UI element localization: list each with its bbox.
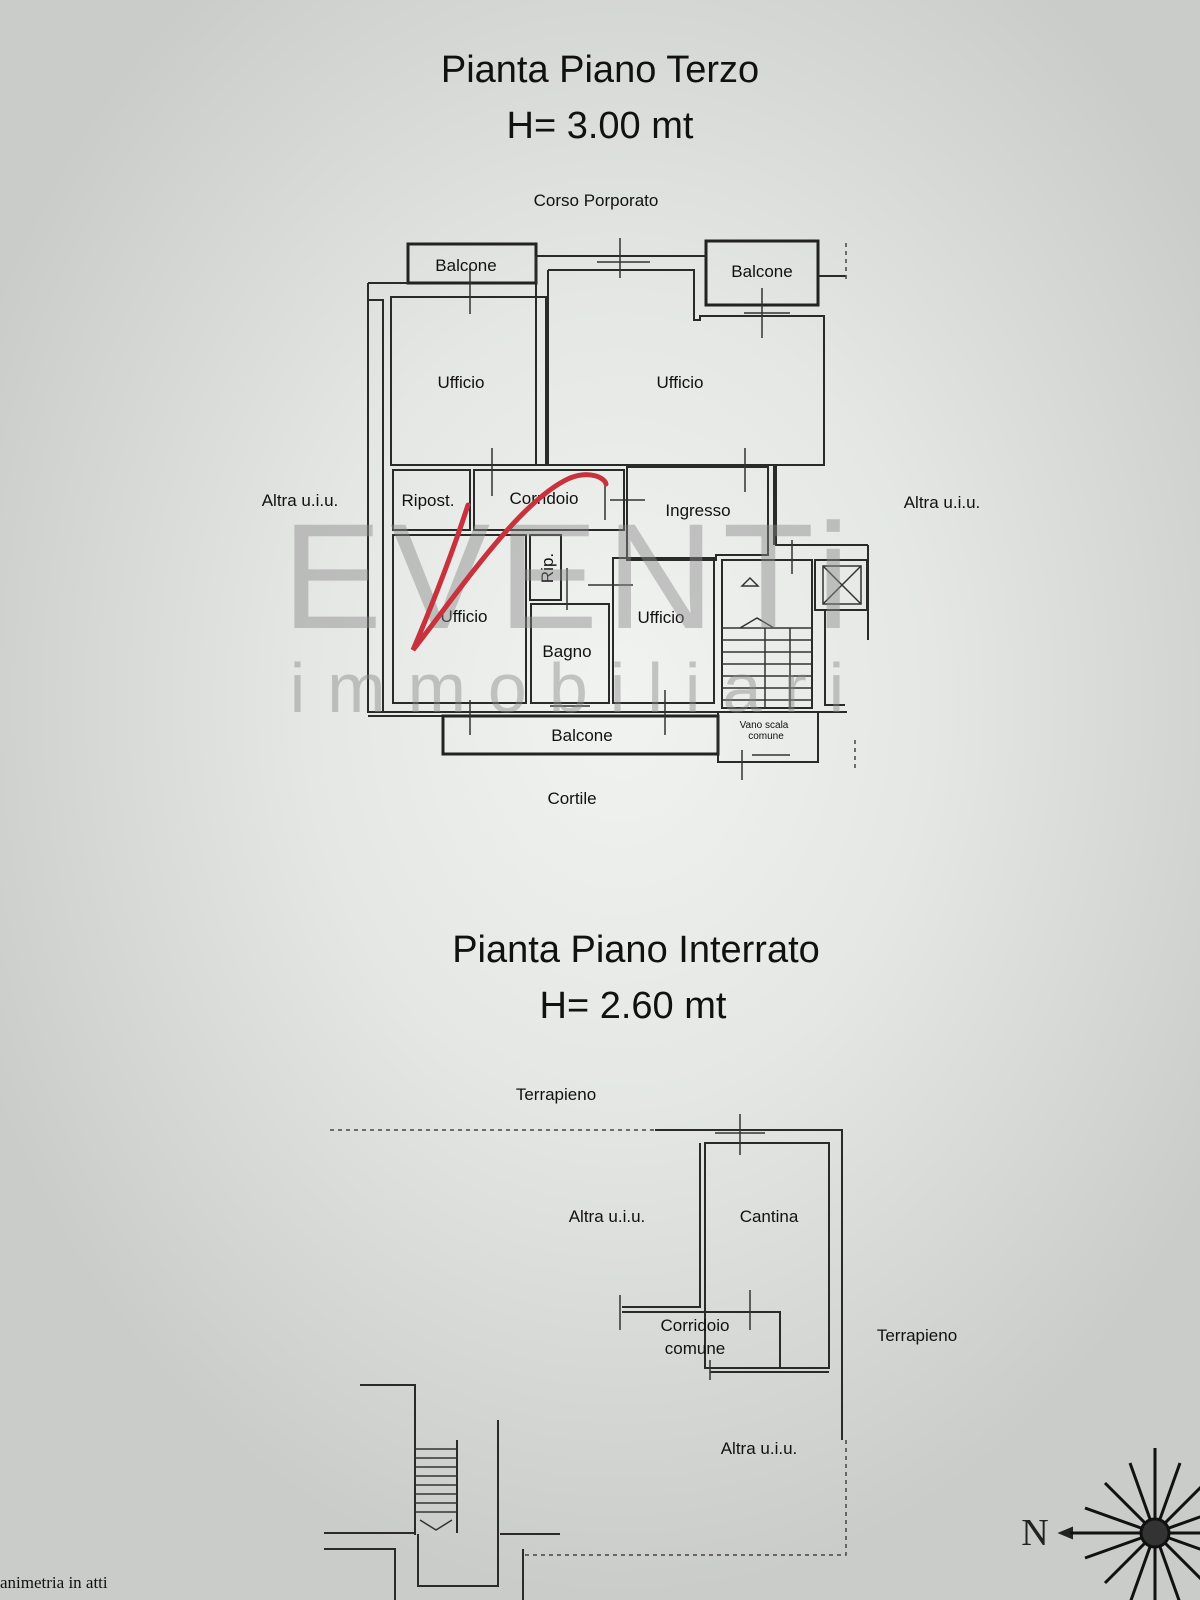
cantina-outline [704, 1142, 830, 1369]
office-top-left-outline [390, 296, 547, 466]
lower-plan-title: Pianta Piano Interrato [452, 929, 820, 971]
watermark-brand: EVENTi [282, 492, 858, 660]
room-label-balcone-left: Balcone [435, 256, 496, 275]
room-label-ufficio-bottom-left: Ufficio [441, 607, 488, 626]
room-label-vano-scala: Vano scala [740, 720, 789, 731]
lower-plan-height: H= 2.60 mt [540, 985, 727, 1027]
lower-floor-plan [324, 1114, 847, 1600]
footer-text: animetria in atti [0, 1573, 108, 1592]
altra-uiu-bottom-label: Altra u.i.u. [721, 1439, 798, 1458]
altra-uiu-left-label: Altra u.i.u. [569, 1207, 646, 1226]
room-label-ingresso: Ingresso [665, 501, 730, 520]
room-label-ufficio-top-right: Ufficio [657, 373, 704, 392]
watermark-subtitle: immobiliari [290, 649, 866, 727]
stairs [722, 576, 812, 708]
room-label-corridoio: Corridoio [510, 489, 579, 508]
room-label-corridoio-comune-1: Corridoio [661, 1316, 730, 1335]
upper-plan-height: H= 3.00 mt [507, 105, 694, 147]
room-label-ufficio-bottom-right: Ufficio [638, 608, 685, 627]
terrapieno-right-label: Terrapieno [877, 1326, 957, 1345]
compass-north-label: N [1021, 1512, 1048, 1554]
neighbor-left-label: Altra u.i.u. [262, 491, 339, 510]
courtyard-label: Cortile [547, 789, 596, 808]
room-label-bagno: Bagno [542, 642, 591, 661]
compass-star-icon [1070, 1448, 1200, 1600]
room-label-vano-scala-comune: comune [748, 731, 784, 742]
watermark: EVENTi immobiliari [282, 472, 866, 727]
compass-rose: N [1021, 1448, 1200, 1600]
lower-stairs [324, 1384, 560, 1600]
room-label-balcone-right: Balcone [731, 262, 792, 281]
room-label-ripost: Ripost. [402, 491, 455, 510]
terrapieno-top-label: Terrapieno [516, 1085, 596, 1104]
neighbor-right-label: Altra u.i.u. [904, 493, 981, 512]
street-label: Corso Porporato [534, 191, 659, 210]
watermark-v-stroke [410, 472, 609, 652]
room-label-ufficio-top-left: Ufficio [438, 373, 485, 392]
room-label-cantina: Cantina [740, 1207, 799, 1226]
room-label-balcone-bottom: Balcone [551, 726, 612, 745]
upper-floor-plan [367, 238, 869, 780]
upper-plan-title: Pianta Piano Terzo [441, 49, 759, 91]
room-label-corridoio-comune-2: comune [665, 1339, 725, 1358]
room-label-rip: Rip. [538, 553, 557, 583]
